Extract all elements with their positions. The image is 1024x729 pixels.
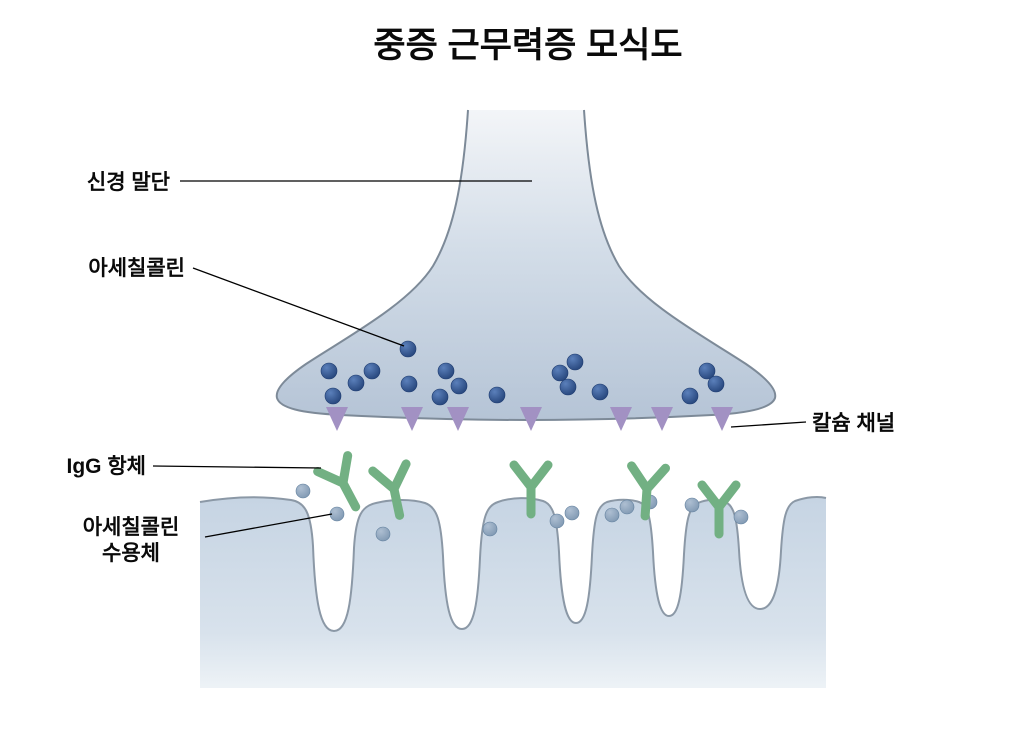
igg-antibody-icon bbox=[697, 480, 741, 539]
acetylcholine-receptor bbox=[564, 505, 580, 521]
page-title: 중증 근무력증 모식도 bbox=[373, 26, 682, 65]
calcium-channel-label: 칼슘 채널 bbox=[812, 412, 895, 435]
acetylcholine-vesicle bbox=[324, 387, 342, 405]
receptor-pointer-line bbox=[204, 513, 333, 538]
calcium-channel-icon bbox=[610, 407, 632, 431]
receptor-layer bbox=[295, 483, 749, 542]
calcium-channel-icon bbox=[326, 407, 348, 431]
acetylcholine-vesicle bbox=[363, 362, 381, 380]
acetylcholine-vesicle bbox=[399, 340, 417, 358]
acetylcholine-vesicle bbox=[347, 374, 365, 392]
igg-antibody-icon bbox=[509, 460, 553, 519]
receptor-label-line2: 수용체 bbox=[102, 542, 160, 565]
igg-antibody-icon bbox=[313, 451, 361, 512]
acetylcholine-vesicle bbox=[488, 386, 506, 404]
antibody-layer bbox=[313, 451, 741, 539]
vesicle-layer bbox=[320, 340, 725, 406]
acetylcholine-receptor bbox=[295, 483, 311, 499]
acetylcholine-vesicle bbox=[591, 383, 609, 401]
acetylcholine-receptor bbox=[549, 513, 565, 529]
acetylcholine-pointer-line bbox=[192, 267, 405, 347]
acetylcholine-receptor bbox=[619, 499, 635, 515]
acetylcholine-vesicle bbox=[681, 387, 699, 405]
calcium-channel-layer bbox=[326, 407, 733, 431]
calcium-channel-icon bbox=[711, 407, 733, 431]
calcium-channel-icon bbox=[401, 407, 423, 431]
acetylcholine-vesicle bbox=[431, 388, 449, 406]
acetylcholine-vesicle bbox=[551, 364, 569, 382]
calcium-channel-icon bbox=[447, 407, 469, 431]
nerve-terminal-label: 신경 말단 bbox=[87, 171, 170, 194]
acetylcholine-receptor bbox=[482, 521, 498, 537]
acetylcholine-vesicle bbox=[698, 362, 716, 380]
calcium-channel-icon bbox=[520, 407, 542, 431]
acetylcholine-receptor bbox=[375, 526, 391, 542]
acetylcholine-vesicle bbox=[400, 375, 418, 393]
nerve-terminal-shape bbox=[276, 110, 776, 420]
calcium-channel-icon bbox=[651, 407, 673, 431]
igg-antibody-icon bbox=[368, 459, 411, 520]
muscle-membrane-shape bbox=[200, 497, 826, 688]
igg-antibody-pointer-line bbox=[152, 465, 322, 469]
acetylcholine-receptor bbox=[733, 509, 749, 525]
acetylcholine-label: 아세칠콜린 bbox=[88, 257, 185, 280]
acetylcholine-vesicle bbox=[450, 377, 468, 395]
acetylcholine-vesicle bbox=[566, 353, 584, 371]
acetylcholine-receptor bbox=[329, 506, 345, 522]
acetylcholine-vesicle bbox=[707, 375, 725, 393]
acetylcholine-vesicle bbox=[320, 362, 338, 380]
igg-antibody-label: IgG 항체 bbox=[67, 454, 146, 478]
acetylcholine-vesicle bbox=[559, 378, 577, 396]
acetylcholine-vesicle bbox=[437, 362, 455, 380]
acetylcholine-receptor bbox=[684, 497, 700, 513]
igg-antibody-icon bbox=[627, 461, 670, 521]
acetylcholine-receptor bbox=[604, 507, 620, 523]
calcium-channel-pointer-line bbox=[730, 421, 807, 428]
receptor-label-line1: 아세칠콜린 bbox=[83, 516, 180, 539]
